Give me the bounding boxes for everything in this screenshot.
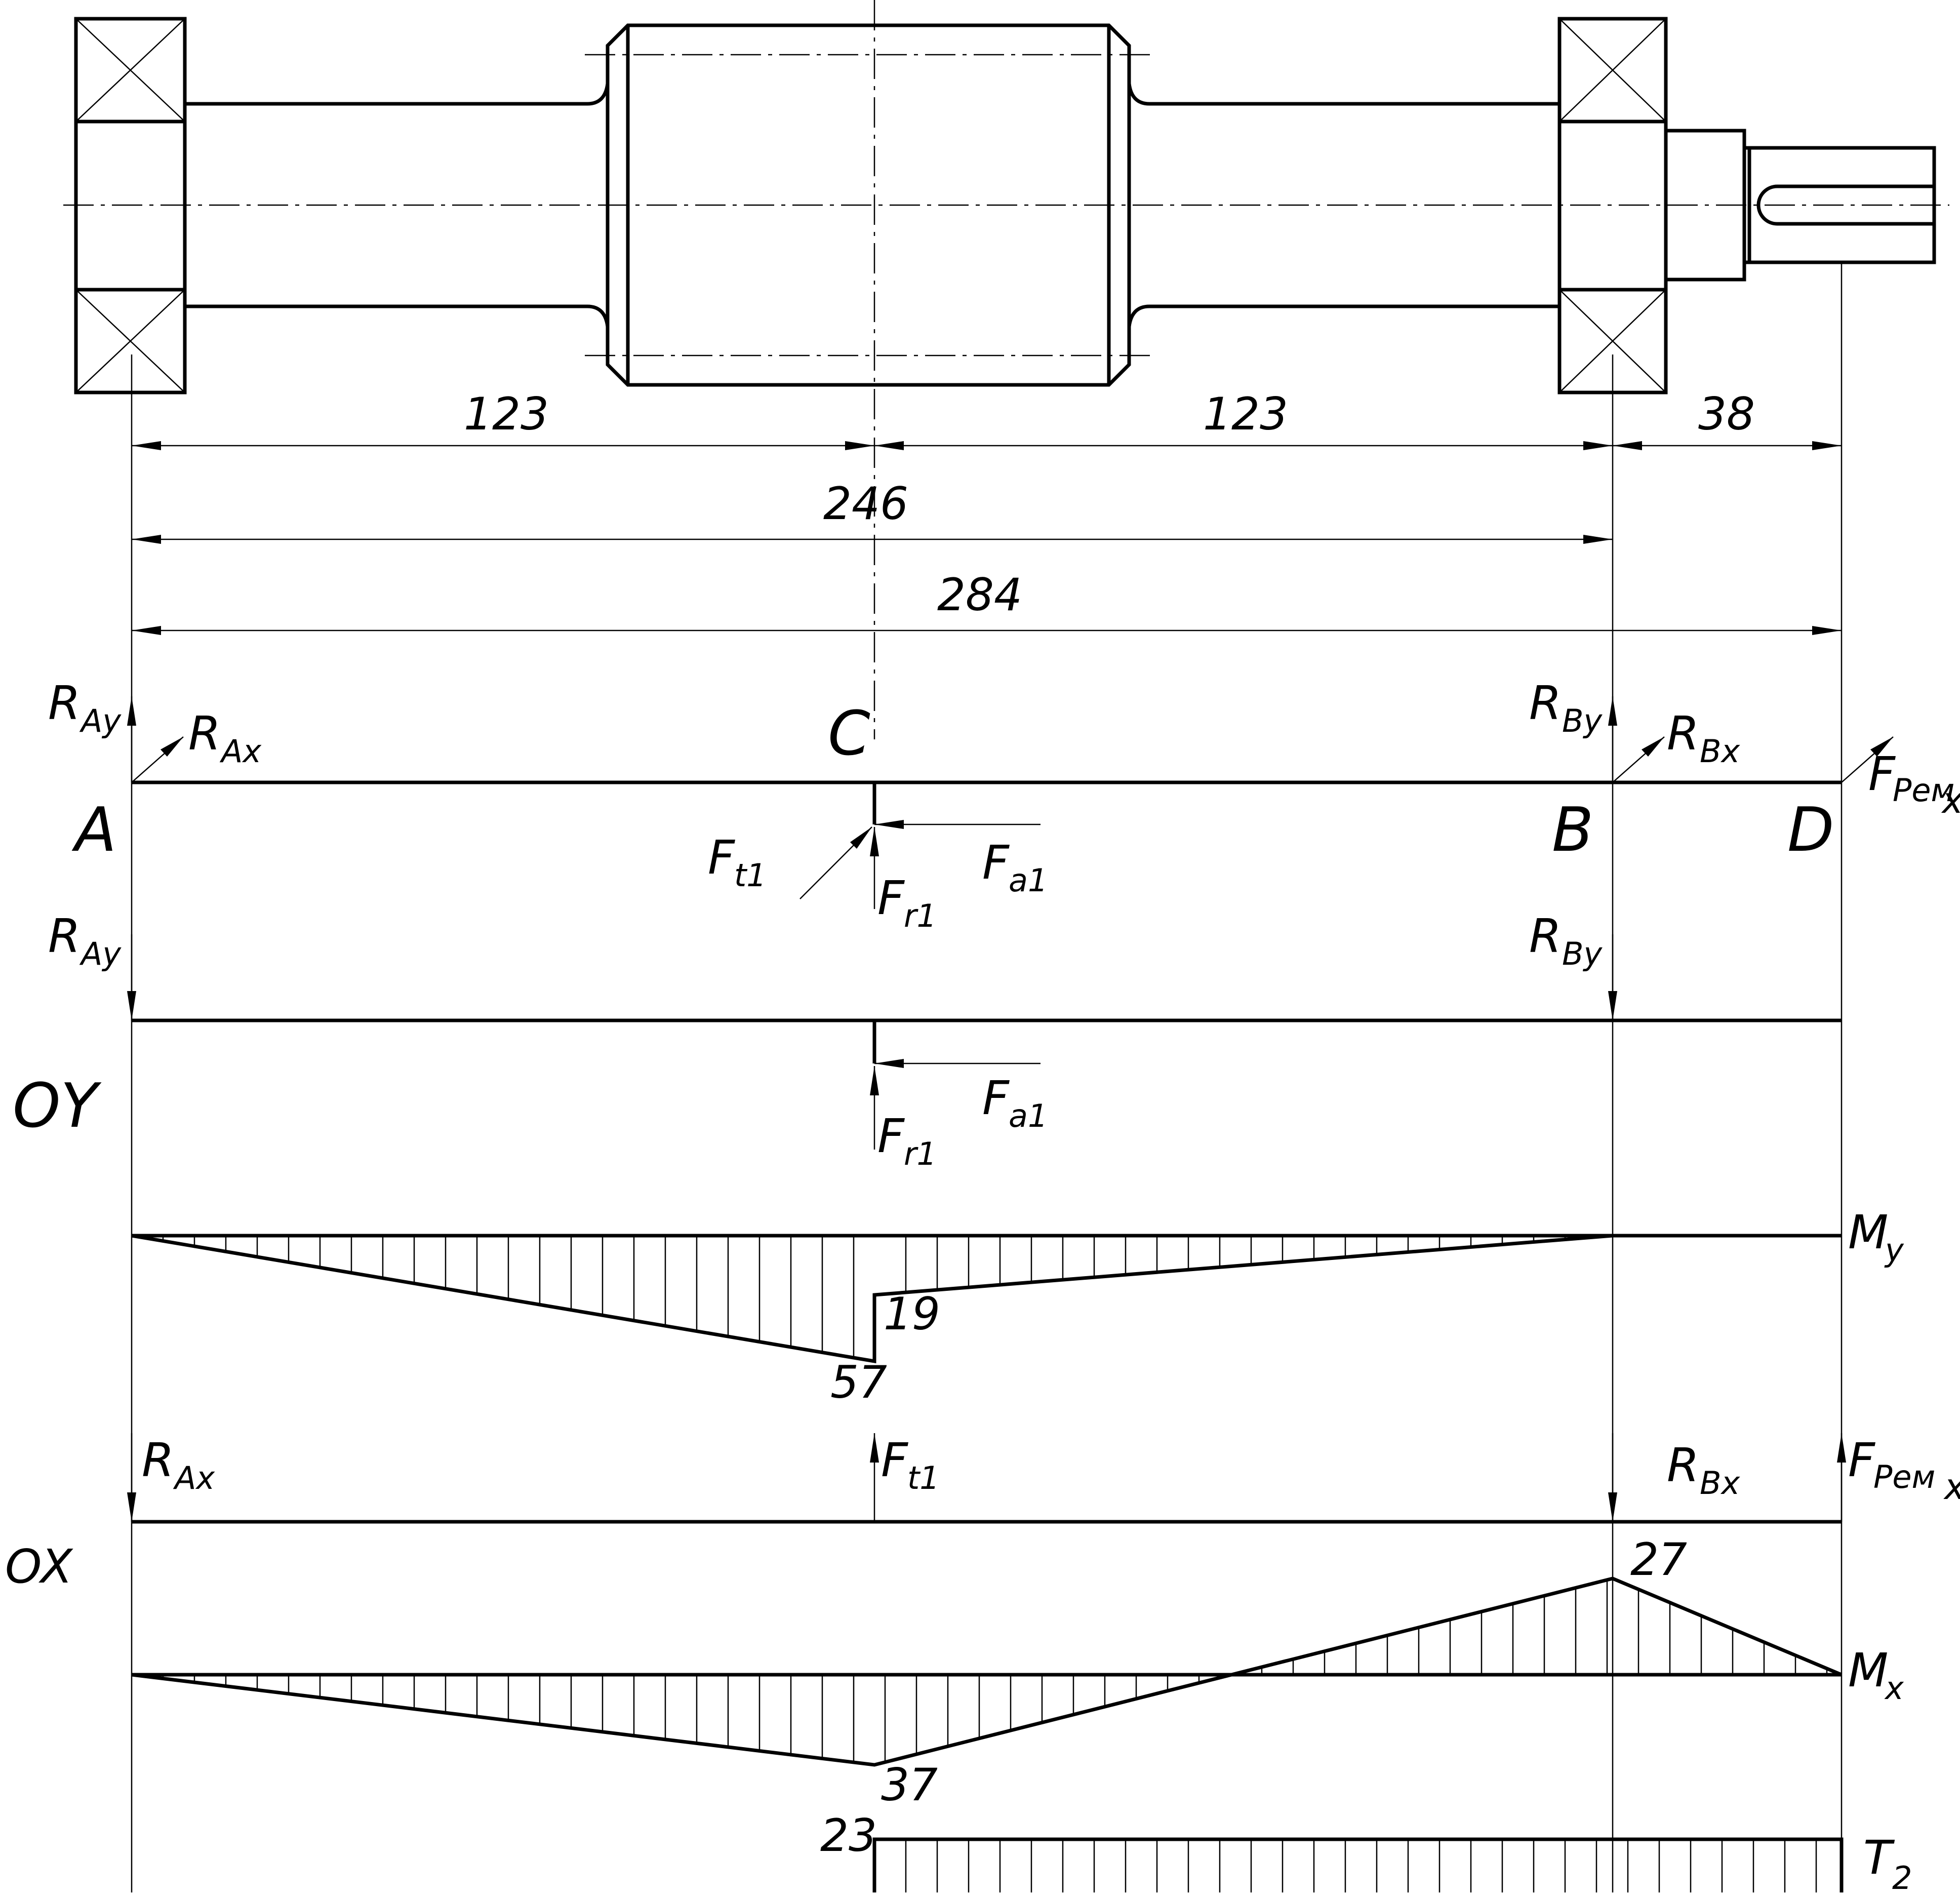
svg-text:F: F <box>982 1071 1010 1125</box>
svg-text:Рем: Рем <box>1893 772 1954 809</box>
svg-text:R: R <box>142 1433 174 1487</box>
torque-diagram <box>132 1837 1844 1895</box>
svg-text:Bx: Bx <box>1700 1465 1741 1502</box>
plane-oy-label: OY <box>13 1071 102 1141</box>
dim-bd: 38 <box>1698 388 1755 440</box>
svg-text:R: R <box>48 909 81 963</box>
svg-text:r1: r1 <box>904 1135 937 1172</box>
point-c-label: C <box>828 699 870 769</box>
force-label-frem-ox: FРемx <box>1848 1433 1960 1508</box>
dim-ac: 123 <box>464 388 549 440</box>
point-d-label: D <box>1787 795 1834 865</box>
point-a-label: A <box>71 795 116 865</box>
moment-diagram-my <box>131 1234 1842 1364</box>
svg-text:Ay: Ay <box>79 702 122 739</box>
svg-text:x: x <box>1941 780 1960 821</box>
force-label-frem-top: FРемx <box>1868 747 1960 821</box>
svg-text:Ax: Ax <box>173 1459 215 1496</box>
svg-text:F: F <box>877 871 905 925</box>
svg-text:Рем: Рем <box>1873 1458 1935 1495</box>
svg-text:F: F <box>877 1109 905 1163</box>
svg-text:By: By <box>1562 702 1603 739</box>
svg-text:a1: a1 <box>1009 1097 1048 1134</box>
svg-text:t1: t1 <box>907 1459 940 1496</box>
svg-text:R: R <box>188 706 221 761</box>
torque-value-23: 23 <box>820 1809 877 1862</box>
svg-text:Bx: Bx <box>1700 733 1741 770</box>
svg-text:F: F <box>1868 747 1896 801</box>
svg-text:x: x <box>1884 1670 1904 1707</box>
svg-text:R: R <box>1529 676 1562 730</box>
label-mx: Mx <box>1848 1643 1904 1707</box>
label-my: My <box>1848 1205 1904 1269</box>
svg-text:y: y <box>1884 1232 1904 1269</box>
mx-value-37: 37 <box>881 1759 938 1811</box>
svg-text:By: By <box>1562 935 1603 972</box>
shaft-sketch <box>63 0 1949 739</box>
svg-text:F: F <box>881 1433 908 1487</box>
svg-text:F: F <box>1848 1433 1875 1487</box>
svg-text:T: T <box>1863 1831 1895 1885</box>
svg-text:R: R <box>48 676 81 730</box>
plane-ox-label: OX <box>5 1539 73 1594</box>
point-b-label: B <box>1552 795 1593 865</box>
my-value-19: 19 <box>884 1288 940 1340</box>
dimension-lines <box>131 263 1843 1894</box>
svg-text:t1: t1 <box>734 857 767 894</box>
oy-plane-scheme <box>127 934 1842 1150</box>
svg-text:R: R <box>1529 909 1562 963</box>
mx-value-27: 27 <box>1630 1533 1687 1586</box>
dim-cb: 123 <box>1203 388 1288 440</box>
svg-text:r1: r1 <box>904 897 937 934</box>
dim-ad: 284 <box>937 569 1022 621</box>
svg-text:2: 2 <box>1892 1860 1912 1892</box>
svg-text:Ay: Ay <box>79 935 122 972</box>
svg-text:M: M <box>1848 1205 1888 1259</box>
dim-ab: 246 <box>823 478 908 530</box>
svg-text:M: M <box>1848 1643 1888 1697</box>
svg-text:F: F <box>708 831 735 885</box>
spatial-scheme <box>127 696 1894 909</box>
svg-text:R: R <box>1667 1438 1699 1492</box>
svg-text:F: F <box>982 836 1010 890</box>
svg-text:R: R <box>1667 706 1699 761</box>
ox-plane-scheme <box>127 1433 1846 1524</box>
moment-diagram-mx <box>131 1576 1843 1767</box>
svg-text:Ax: Ax <box>219 733 262 770</box>
svg-text:x: x <box>1943 1466 1960 1508</box>
my-value-57: 57 <box>830 1356 887 1408</box>
svg-text:a1: a1 <box>1009 862 1048 899</box>
